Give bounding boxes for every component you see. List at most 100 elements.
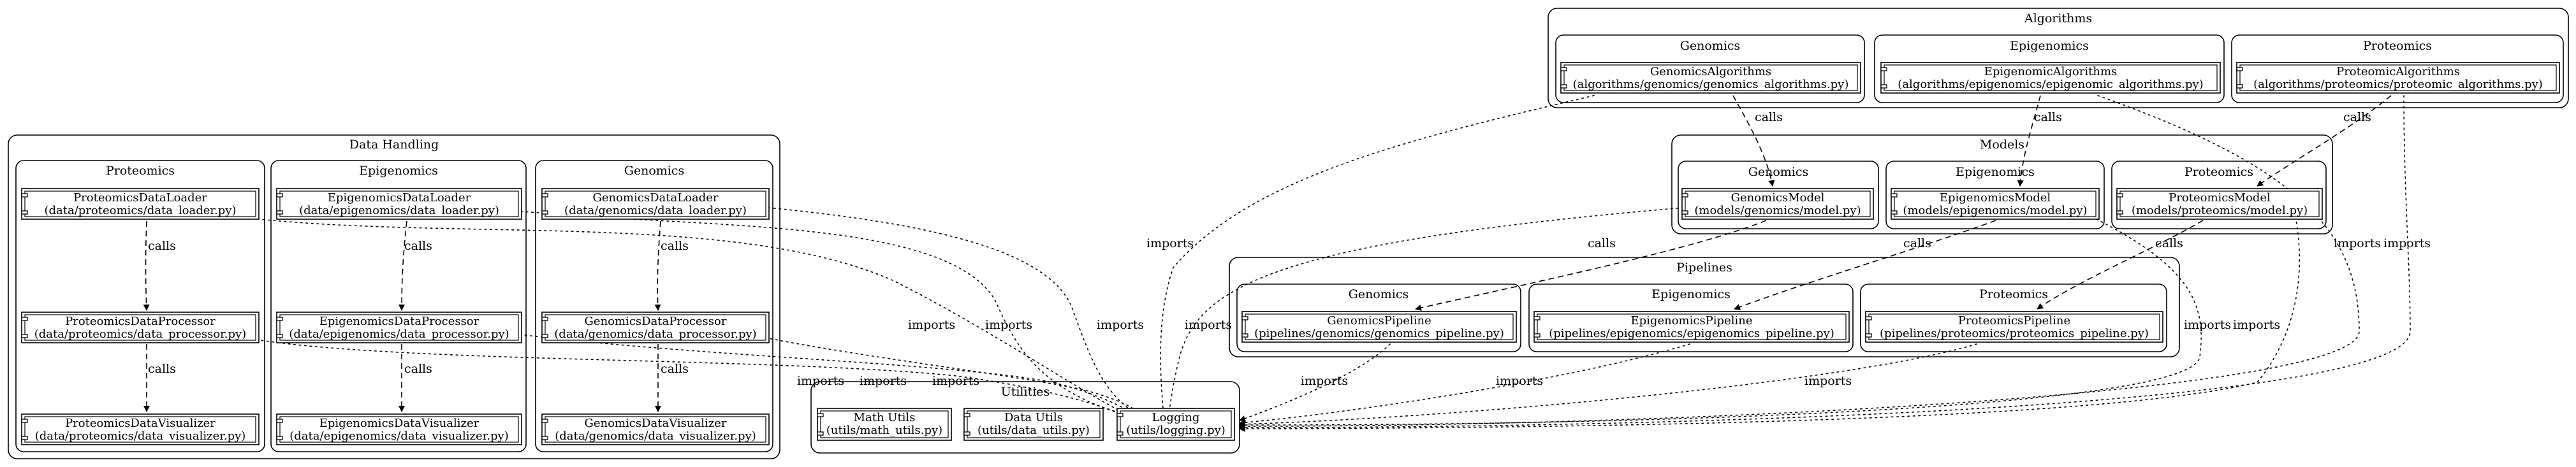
edge-proteomics-loader-imports-logging bbox=[235, 216, 1142, 422]
edge-epigenomics-model-imports-logging bbox=[1239, 216, 2202, 429]
proteomics-model-node[interactable]: ProteomicsModel(models/proteomics/model.… bbox=[2116, 188, 2323, 220]
imports-label: imports bbox=[2383, 236, 2431, 250]
imports-label: imports bbox=[932, 374, 979, 388]
pipelines-genomics-group: Genomics bbox=[1236, 284, 1521, 352]
node-name: EpigenomicAlgorithms bbox=[1984, 65, 2118, 78]
edge-genomics-pipeline-imports-logging bbox=[1239, 343, 1391, 422]
logging-node[interactable]: Logging(utils/logging.py) bbox=[1116, 408, 1235, 441]
component-icon bbox=[276, 193, 283, 215]
node-name: ProteomicsDataVisualizer bbox=[65, 417, 216, 430]
edge-epigenomics-loader-imports-logging bbox=[509, 210, 1148, 424]
component-icon bbox=[21, 419, 28, 440]
node-name: GenomicsDataVisualizer bbox=[585, 417, 727, 430]
genomics-pipeline-node[interactable]: GenomicsPipeline(pipelines/genomics/geno… bbox=[1241, 311, 1517, 343]
imports-label: imports bbox=[1804, 374, 1852, 388]
node-path: (data/genomics/data_visualizer.py) bbox=[555, 429, 756, 443]
proteomics-pipeline-node[interactable]: ProteomicsPipeline(pipelines/proteomics/… bbox=[1865, 311, 2163, 343]
component-icon bbox=[541, 193, 548, 215]
epigenomics-data-visualizer-node[interactable]: EpigenomicsDataVisualizer(data/epigenomi… bbox=[276, 413, 522, 445]
component-icon bbox=[1116, 413, 1123, 436]
epigenomic-algorithms-node[interactable]: EpigenomicAlgorithms(algorithms/epigenom… bbox=[1880, 62, 2221, 94]
models-epigenomics-group: Epigenomics bbox=[1885, 161, 2105, 229]
epigenomics-model-node[interactable]: EpigenomicsModel(models/epigenomics/mode… bbox=[1891, 188, 2100, 220]
algorithms-cluster-title: Algorithms bbox=[2024, 11, 2092, 25]
edge-proteomics-loader-to-processor bbox=[143, 220, 150, 311]
utilities-cluster-title: Utilities bbox=[1001, 385, 1050, 399]
component-icon bbox=[276, 419, 283, 440]
imports-label: imports bbox=[1185, 318, 1232, 332]
node-path: (models/genomics/model.py) bbox=[1694, 204, 1861, 217]
component-icon bbox=[2116, 193, 2123, 215]
genomics-algorithms-node[interactable]: GenomicsAlgorithms(algorithms/genomics/g… bbox=[1560, 62, 1861, 94]
node-path: (data/genomics/data_loader.py) bbox=[564, 204, 747, 217]
edge-genomics-loader-imports-logging bbox=[768, 207, 1152, 423]
proteomics-data-processor-node[interactable]: ProteomicsDataProcessor(data/proteomics/… bbox=[21, 312, 260, 343]
component-icon bbox=[963, 413, 970, 436]
svg-text:Proteomics: Proteomics bbox=[2363, 39, 2432, 53]
node-path: (pipelines/genomics/genomics_pipeline.py… bbox=[1254, 327, 1504, 340]
imports-label: imports bbox=[1496, 374, 1543, 388]
genomics-model-node[interactable]: GenomicsModel(models/genomics/model.py) bbox=[1681, 188, 1874, 220]
data-handling-cluster-title: Data Handling bbox=[349, 138, 439, 152]
imports-label: imports bbox=[2334, 236, 2381, 250]
svg-text:Proteomics: Proteomics bbox=[106, 164, 175, 178]
edge-epigenomics-pipeline-imports-logging bbox=[1239, 343, 1690, 426]
node-path: (utils/math_utils.py) bbox=[826, 424, 942, 437]
svg-text:Epigenomics: Epigenomics bbox=[2010, 39, 2089, 53]
node-name: GenomicsPipeline bbox=[1327, 314, 1431, 327]
data-genomics-group: Genomics bbox=[535, 160, 773, 452]
svg-text:Genomics: Genomics bbox=[624, 164, 685, 178]
edge-epigenomics-model-to-pipeline bbox=[1734, 220, 1996, 310]
edge-epigenomics-loader-to-processor bbox=[399, 220, 407, 311]
component-icon bbox=[1891, 193, 1898, 215]
node-path: (pipelines/proteomics/proteomics_pipelin… bbox=[1880, 327, 2149, 340]
edge-proteomic-algorithms-imports-logging bbox=[1239, 95, 2411, 431]
edge-proteomics-model-imports-logging bbox=[1239, 216, 2301, 432]
component-icon bbox=[1880, 67, 1887, 89]
epigenomics-data-loader-node[interactable]: EpigenomicsDataLoader(data/epigenomics/d… bbox=[276, 188, 522, 220]
epigenomics-pipeline-node[interactable]: EpigenomicsPipeline(pipelines/epigenomic… bbox=[1533, 311, 1850, 343]
pipelines-proteomics-group: Proteomics bbox=[1860, 284, 2167, 352]
data-epigenomics-group: Epigenomics bbox=[270, 160, 527, 452]
node-path: (algorithms/genomics/genomics_algorithms… bbox=[1573, 78, 1849, 91]
node-name: ProteomicsDataProcessor bbox=[65, 315, 216, 328]
genomics-data-loader-node[interactable]: GenomicsDataLoader(data/genomics/data_lo… bbox=[541, 188, 770, 220]
edge-genomics-model-imports-logging bbox=[1165, 207, 1684, 422]
node-name: GenomicsDataProcessor bbox=[585, 315, 727, 328]
proteomics-data-loader-node[interactable]: ProteomicsDataLoader(data/proteomics/dat… bbox=[21, 188, 260, 220]
node-name: Logging bbox=[1152, 411, 1200, 424]
math-utils-node[interactable]: Math Utils(utils/math_utils.py) bbox=[817, 408, 952, 441]
node-path: (algorithms/epigenomics/epigenomic_algor… bbox=[1898, 78, 2203, 91]
proteomic-algorithms-node[interactable]: ProteomicAlgorithms(algorithms/proteomic… bbox=[2236, 62, 2560, 94]
proteomics-data-visualizer-node[interactable]: ProteomicsDataVisualizer(data/proteomics… bbox=[21, 413, 260, 445]
edge-proteomics-model-to-pipeline bbox=[2037, 220, 2204, 310]
imports-label: imports bbox=[1097, 318, 1144, 332]
genomics-data-processor-node[interactable]: GenomicsDataProcessor(data/genomics/data… bbox=[541, 312, 770, 343]
calls-label: calls bbox=[1588, 236, 1616, 250]
data-handling-cluster: Data Handling bbox=[8, 134, 780, 459]
calls-label: calls bbox=[1755, 110, 1783, 124]
component-icon bbox=[21, 193, 28, 215]
genomics-data-visualizer-node[interactable]: GenomicsDataVisualizer(data/genomics/dat… bbox=[541, 413, 770, 445]
node-name: ProteomicsDataLoader bbox=[73, 191, 207, 205]
component-icon bbox=[541, 419, 548, 440]
svg-text:Proteomics: Proteomics bbox=[1979, 287, 2048, 301]
node-path: (data/epigenomics/data_loader.py) bbox=[299, 204, 499, 217]
edge-proteomic-algorithms-to-model bbox=[2257, 95, 2392, 187]
node-path: (models/proteomics/model.py) bbox=[2132, 204, 2308, 217]
node-path: (models/epigenomics/model.py) bbox=[1903, 204, 2087, 217]
node-name: ProteomicsPipeline bbox=[1958, 314, 2070, 327]
imports-label: imports bbox=[1146, 236, 1194, 250]
component-icon bbox=[1533, 316, 1540, 338]
imports-edges bbox=[235, 95, 2411, 432]
calls-label: calls bbox=[148, 362, 176, 376]
pipelines-cluster-title: Pipelines bbox=[1676, 261, 1732, 275]
data-utils-node[interactable]: Data Utils(utils/data_utils.py) bbox=[963, 408, 1104, 441]
node-path: (data/proteomics/data_visualizer.py) bbox=[35, 429, 246, 443]
edge-epigenomics-processor-imports-logging bbox=[519, 334, 1146, 422]
epigenomics-data-processor-node[interactable]: EpigenomicsDataProcessor(data/epigenomic… bbox=[276, 312, 522, 343]
component-icon bbox=[1560, 67, 1567, 89]
node-name: Data Utils bbox=[1004, 411, 1063, 424]
svg-text:Proteomics: Proteomics bbox=[2184, 165, 2253, 179]
